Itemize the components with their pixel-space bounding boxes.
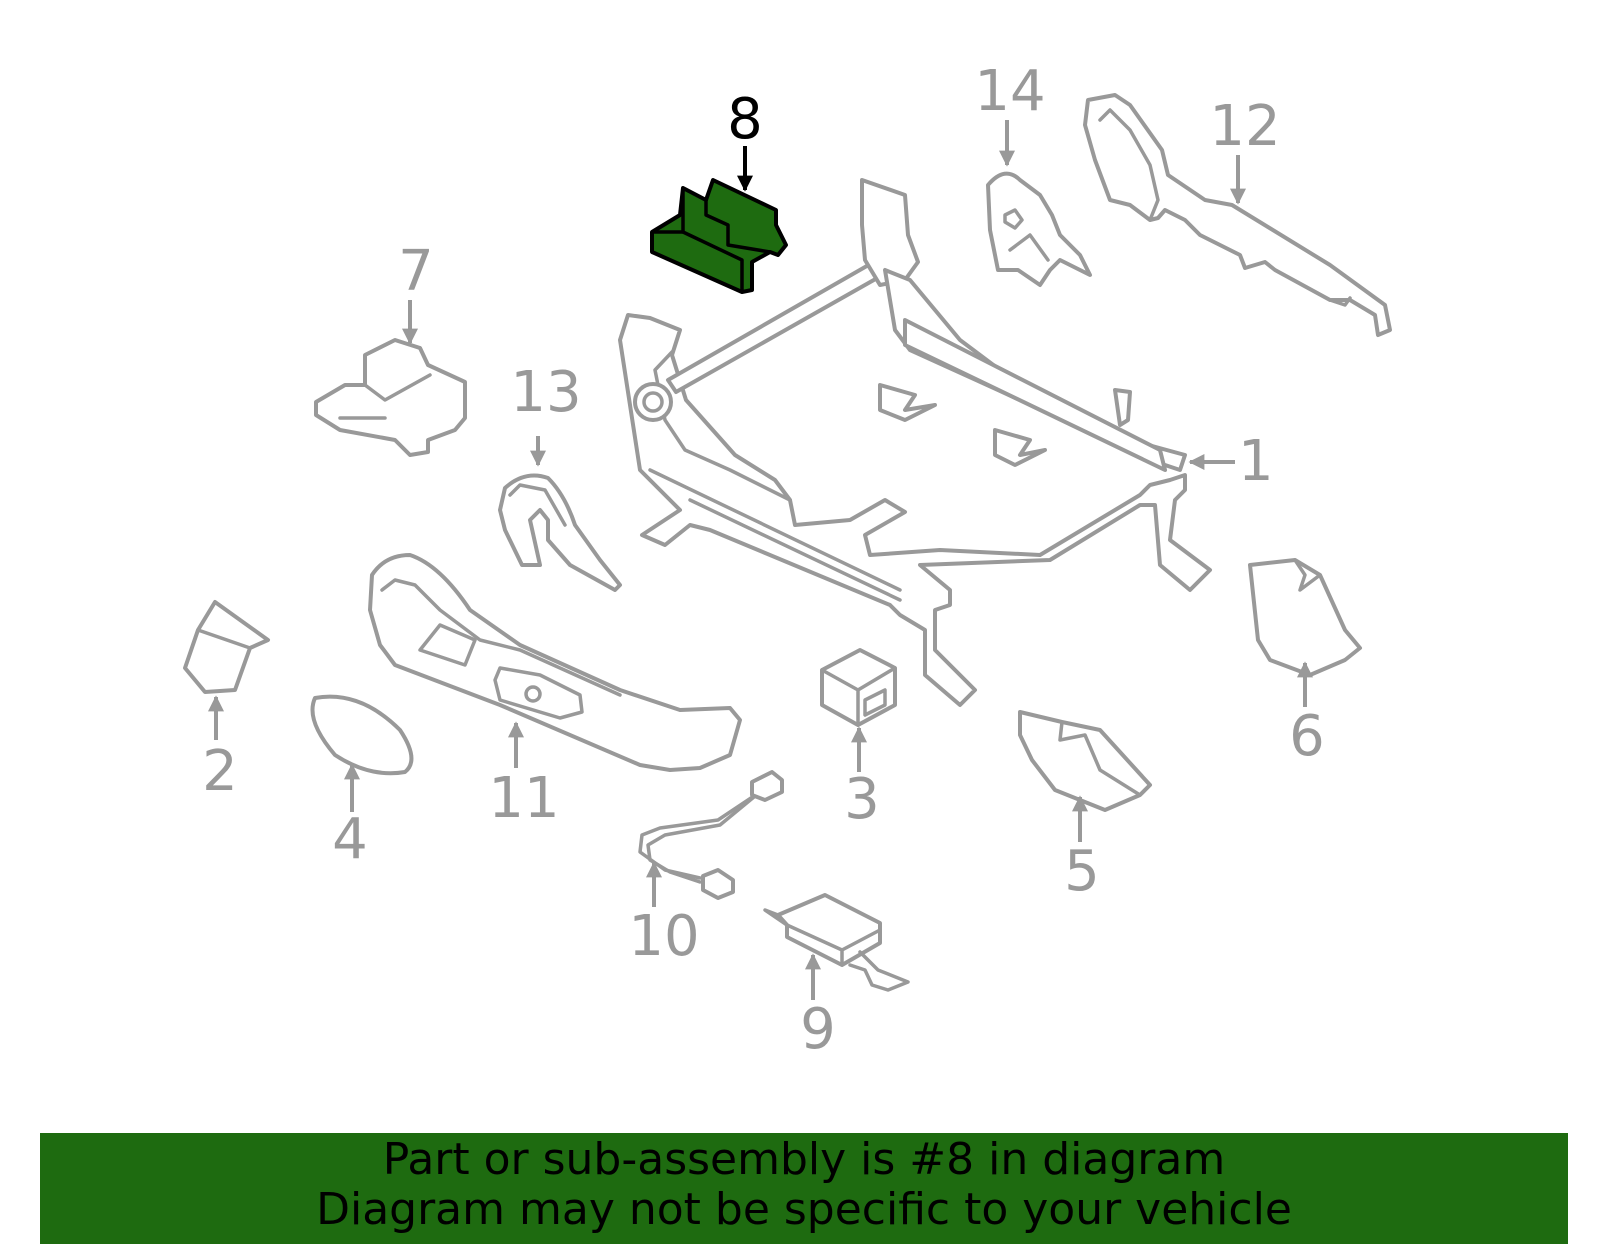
part-12[interactable] [1083,93,1392,337]
part-3[interactable] [820,648,897,727]
callout-3: 3 [844,767,880,832]
part-4[interactable] [310,694,414,776]
part-7[interactable] [314,338,467,457]
callout-4: 4 [332,807,368,872]
part-6[interactable] [1248,558,1362,677]
info-banner: Part or sub-assembly is #8 in diagram Di… [40,1133,1568,1244]
callout-11: 11 [488,766,559,831]
callout-10: 10 [628,904,699,969]
callout-13: 13 [510,360,581,425]
callout-arrows [208,120,1313,1000]
callout-labels: 1 2 3 4 5 6 7 8 9 10 11 12 13 14 [202,59,1325,1062]
part-9[interactable] [763,893,910,992]
callout-9: 9 [800,997,836,1062]
callout-14: 14 [974,59,1045,124]
callout-6: 6 [1289,704,1325,769]
part-1-seat-frame[interactable] [618,178,1212,707]
part-8-highlighted[interactable] [650,178,788,294]
callout-12: 12 [1209,94,1280,159]
banner-line-1: Part or sub-assembly is #8 in diagram [382,1134,1226,1185]
callout-8: 8 [727,87,763,152]
part-5[interactable] [1018,710,1152,812]
part-13[interactable] [498,473,622,592]
callout-5: 5 [1064,839,1100,904]
banner-line-2: Diagram may not be specific to your vehi… [316,1184,1292,1235]
part-10-harness[interactable] [638,770,784,900]
callout-2: 2 [202,739,238,804]
part-11[interactable] [368,553,742,772]
part-14[interactable] [986,171,1092,287]
callout-7: 7 [398,239,434,304]
part-2[interactable] [183,600,270,694]
callout-1: 1 [1238,429,1274,494]
